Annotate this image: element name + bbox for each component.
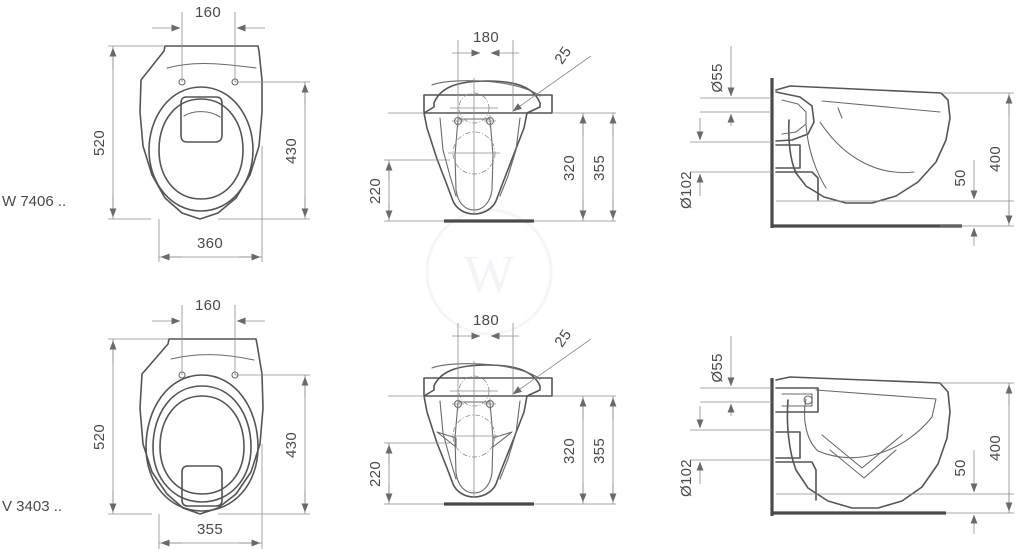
- dim-label-25: 25: [551, 43, 575, 67]
- dim-50-row2-side: 50: [952, 450, 978, 534]
- dim-220-row2-front: 220: [367, 443, 393, 504]
- dim-label-430: 430: [283, 432, 300, 458]
- svg-text:W: W: [464, 244, 515, 304]
- dim-400-row2-side: 400: [987, 383, 1013, 513]
- dim-180-row2-front: 180: [452, 312, 519, 340]
- dim-160-row2-top: 160: [152, 297, 265, 325]
- dim-label-400: 400: [987, 435, 1004, 461]
- row1-front-view: 180 25 220 320: [367, 29, 617, 223]
- model-label-row1: W 7406 ..: [2, 193, 66, 210]
- dim-400-row1-side: 400: [987, 93, 1013, 226]
- dim-180-row1-front: 180: [452, 29, 519, 57]
- row2-side-view: Ø55 Ø102 400 50: [678, 336, 1014, 534]
- dim-355-row1-front: 355: [591, 113, 617, 221]
- dim-label-50: 50: [952, 169, 969, 186]
- dim-d55-row2-side: Ø55: [709, 336, 735, 416]
- dim-label-180: 180: [473, 312, 499, 329]
- dim-label-d102: Ø102: [678, 459, 695, 497]
- dim-label-355: 355: [591, 155, 608, 181]
- row1-side-view: Ø55 Ø102 400 50: [678, 46, 1014, 246]
- dim-label-355: 355: [197, 521, 223, 538]
- dim-label-d55: Ø55: [709, 63, 726, 92]
- dim-label-180: 180: [473, 29, 499, 46]
- dim-520-row1-top: 520: [91, 46, 117, 219]
- dim-320-row2-front: 320: [561, 396, 587, 504]
- dim-label-355: 355: [591, 438, 608, 464]
- dim-label-360: 360: [197, 235, 223, 252]
- dim-label-220: 220: [367, 178, 384, 204]
- model-label-row2: V 3403 ..: [2, 498, 62, 515]
- dim-430-row1-top: 430: [283, 82, 309, 219]
- dim-25-row2-front: 25: [512, 326, 592, 395]
- dim-520-row2-top: 520: [91, 339, 117, 514]
- dim-label-160: 160: [195, 4, 221, 21]
- dim-label-d55: Ø55: [709, 353, 726, 382]
- dim-50-row1-side: 50: [952, 160, 978, 246]
- dim-label-220: 220: [367, 461, 384, 487]
- dim-label-50: 50: [952, 459, 969, 476]
- dim-355-row2-top: 355: [159, 521, 262, 547]
- dim-d55-row1-side: Ø55: [709, 46, 735, 126]
- row2-front-view: 180 25 220 320 355: [367, 312, 617, 506]
- dim-25-row1-front: 25: [512, 43, 592, 112]
- dim-d102-row2-side: Ø102: [678, 406, 704, 497]
- dim-label-400: 400: [987, 146, 1004, 172]
- row2-top-view: 160 520 430 355: [91, 297, 310, 549]
- row1-top-view: 160 520 430 360: [91, 4, 310, 262]
- dim-430-row2-top: 430: [283, 375, 309, 514]
- dim-label-520: 520: [91, 130, 108, 156]
- dim-label-520: 520: [91, 424, 108, 450]
- dim-360-row1-top: 360: [159, 235, 262, 261]
- dim-label-430: 430: [283, 138, 300, 164]
- dim-355-row2-front: 355: [591, 396, 617, 504]
- dim-label-25: 25: [551, 326, 575, 350]
- dim-d102-row1-side: Ø102: [678, 118, 704, 209]
- dim-label-160: 160: [195, 297, 221, 314]
- dim-label-320: 320: [561, 155, 578, 181]
- dim-label-d102: Ø102: [678, 171, 695, 209]
- dim-220-row1-front: 220: [367, 160, 393, 221]
- dim-320-row1-front: 320: [561, 113, 587, 221]
- dim-160-row1-top: 160: [152, 4, 265, 32]
- dim-label-320: 320: [561, 438, 578, 464]
